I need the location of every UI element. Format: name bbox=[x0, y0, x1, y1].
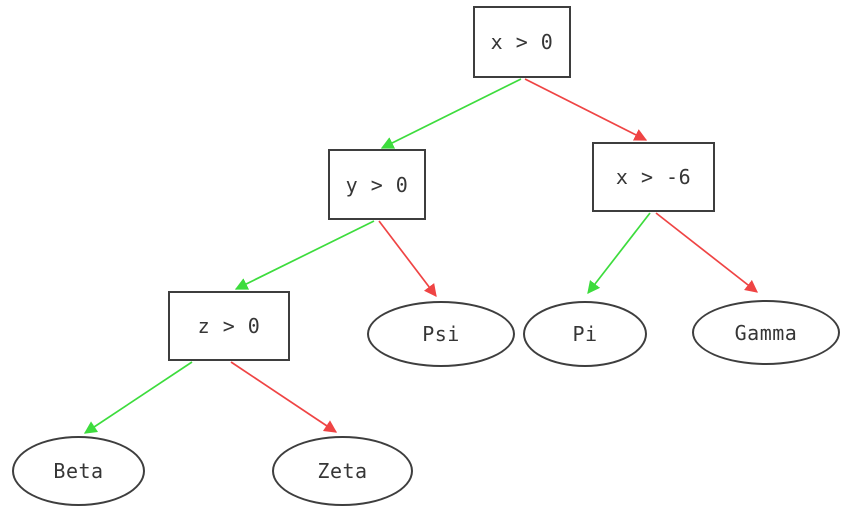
node-pi: Pi bbox=[523, 301, 647, 367]
node-x-gt-neg6: x > -6 bbox=[592, 142, 715, 212]
edge-x-gt-0-to-x-gt-neg6-false bbox=[524, 78, 648, 141]
node-x-gt-0: x > 0 bbox=[473, 6, 571, 78]
edge-z-gt-0-to-zeta-false bbox=[230, 361, 338, 433]
edge-y-gt-0-to-psi-false bbox=[378, 220, 437, 298]
edge-y-gt-0-to-z-gt-0-true bbox=[234, 220, 375, 290]
node-label-x-gt-neg6: x > -6 bbox=[615, 165, 692, 189]
node-y-gt-0: y > 0 bbox=[328, 149, 426, 220]
node-label-z-gt-0: z > 0 bbox=[197, 314, 261, 338]
edge-group bbox=[83, 78, 759, 434]
node-z-gt-0: z > 0 bbox=[168, 291, 290, 361]
node-label-x-gt-0: x > 0 bbox=[490, 30, 554, 54]
edge-x-gt-neg6-to-gamma-false bbox=[655, 212, 759, 293]
edge-x-gt-neg6-to-pi-true bbox=[587, 212, 651, 295]
node-label-pi: Pi bbox=[572, 322, 598, 346]
node-gamma: Gamma bbox=[692, 300, 840, 365]
node-psi: Psi bbox=[367, 301, 515, 367]
node-zeta: Zeta bbox=[272, 436, 413, 506]
node-beta: Beta bbox=[12, 436, 145, 506]
edge-z-gt-0-to-beta-true bbox=[83, 361, 193, 434]
node-label-y-gt-0: y > 0 bbox=[345, 172, 409, 197]
edge-x-gt-0-to-y-gt-0-true bbox=[380, 78, 522, 149]
node-label-zeta: Zeta bbox=[317, 459, 368, 483]
node-label-psi: Psi bbox=[422, 322, 460, 346]
node-label-beta: Beta bbox=[53, 459, 104, 483]
node-label-gamma: Gamma bbox=[734, 320, 798, 345]
